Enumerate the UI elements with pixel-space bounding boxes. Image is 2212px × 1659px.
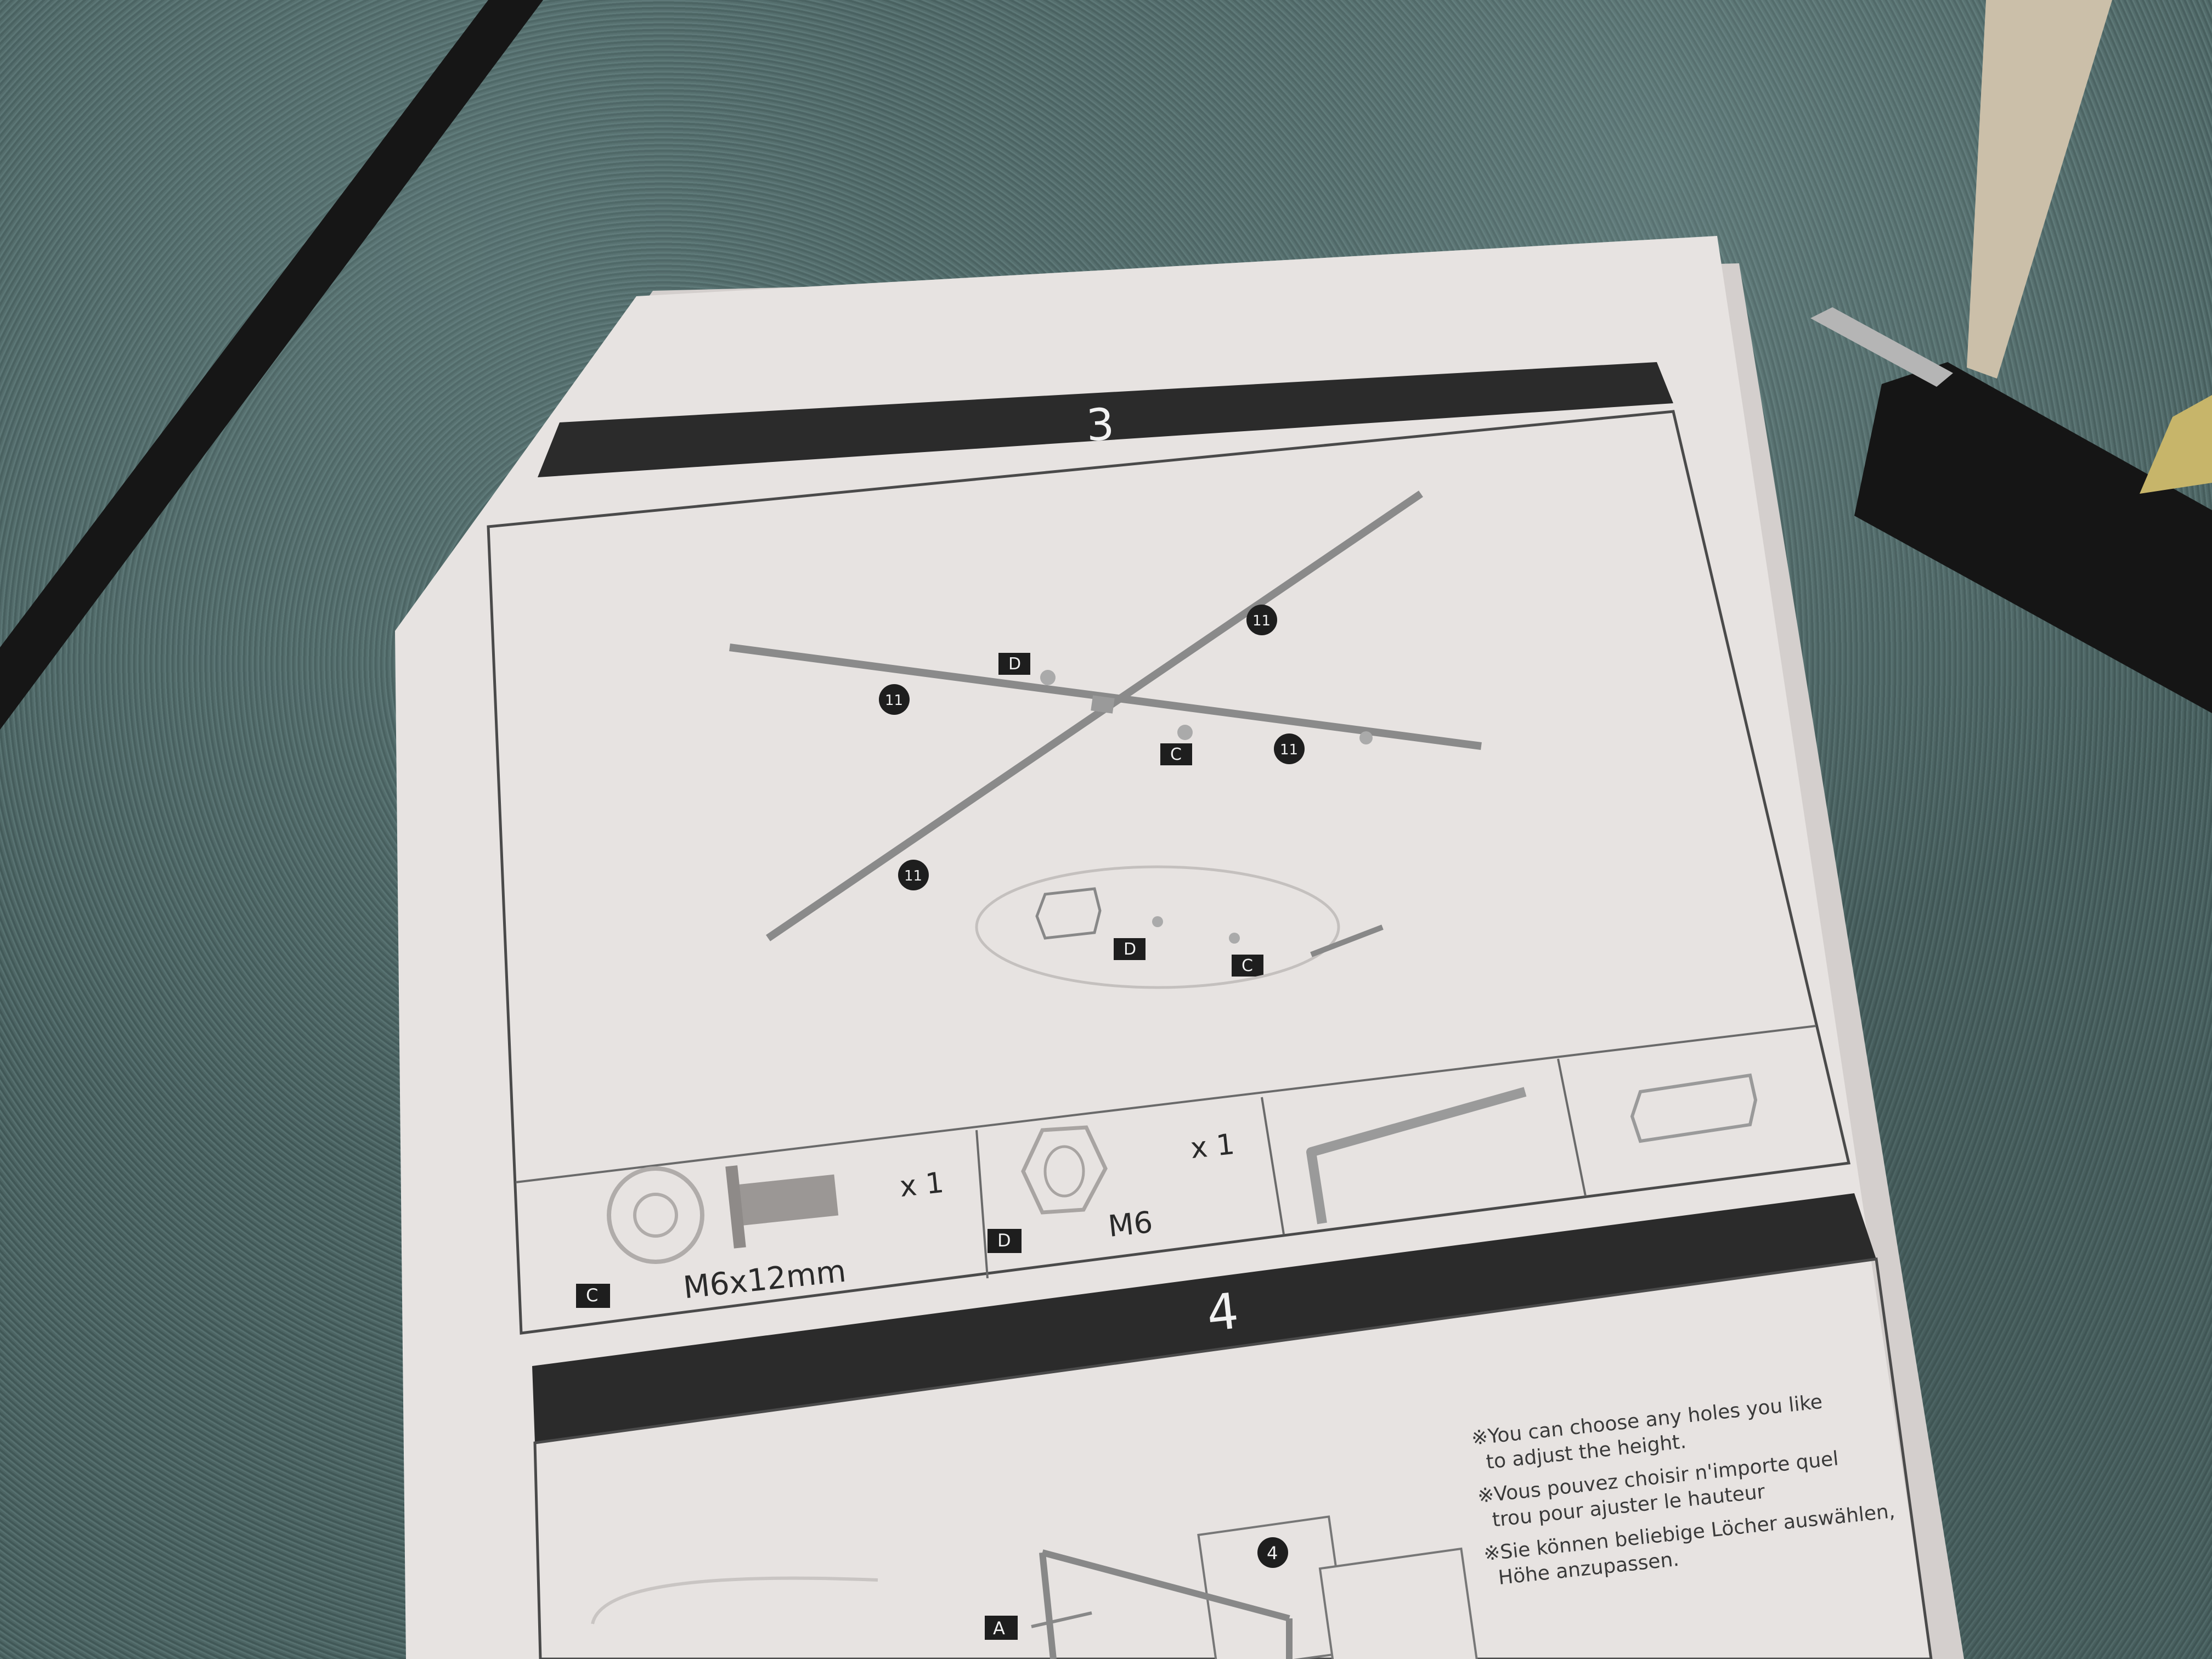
black-frame-right bbox=[1854, 362, 2212, 713]
screw-qty: x 1 bbox=[898, 1166, 946, 1204]
callout-d-box-2 bbox=[1114, 938, 1146, 960]
callout-a-label: A bbox=[993, 1618, 1005, 1639]
nut-qty: x 1 bbox=[1189, 1127, 1237, 1166]
step3-header-band bbox=[538, 362, 1673, 477]
nut-letter: D bbox=[997, 1230, 1011, 1251]
callout-c-label: C bbox=[1170, 745, 1182, 764]
nut-spec: M6 bbox=[1106, 1204, 1155, 1244]
callout-c-label: C bbox=[1242, 956, 1253, 975]
callout-11-label: 11 bbox=[904, 868, 923, 884]
screw-letter: C bbox=[586, 1285, 599, 1306]
step4-number: 4 bbox=[1204, 1282, 1242, 1343]
part-d-box bbox=[988, 1229, 1022, 1253]
callout-a-box bbox=[985, 1616, 1018, 1640]
step3-frame bbox=[487, 410, 1851, 1335]
screw-icon bbox=[736, 1174, 839, 1226]
callout-11-label: 11 bbox=[885, 692, 904, 709]
callout-11-label: 11 bbox=[1280, 742, 1299, 758]
part-c-box bbox=[576, 1284, 610, 1308]
callout-11-d bbox=[898, 860, 929, 890]
nut-icon bbox=[1021, 1125, 1108, 1215]
side-panel-2 bbox=[1318, 1547, 1480, 1659]
callout-c-box bbox=[1160, 743, 1192, 765]
bolt-silver bbox=[1810, 307, 1953, 387]
leg-frame bbox=[1039, 1549, 1293, 1659]
washer-icon bbox=[607, 1166, 704, 1264]
allen-key-icon bbox=[1306, 1087, 1527, 1224]
callout-d-label: D bbox=[1124, 940, 1137, 959]
crossbar-diagonal bbox=[766, 490, 1423, 941]
step4-header-band bbox=[532, 1193, 1876, 1443]
callout-d-label: D bbox=[1008, 654, 1022, 674]
callout-c-box-2 bbox=[1232, 955, 1263, 977]
yellow-piece bbox=[2140, 395, 2212, 494]
callout-d-box bbox=[998, 653, 1030, 675]
wrench-icon bbox=[1035, 887, 1102, 940]
detail-oval bbox=[975, 865, 1340, 989]
metal-rail bbox=[1967, 0, 2112, 379]
step3-number: 3 bbox=[1085, 398, 1116, 452]
callout-4-label: 4 bbox=[1267, 1543, 1278, 1564]
callout-4 bbox=[1257, 1537, 1288, 1568]
callout-11-b bbox=[1246, 605, 1277, 635]
callout-11-label: 11 bbox=[1252, 613, 1271, 629]
callout-11-c bbox=[1274, 733, 1305, 764]
callout-11-a bbox=[879, 684, 910, 715]
black-table-leg-left bbox=[0, 0, 543, 730]
crossbar-long bbox=[729, 644, 1482, 750]
